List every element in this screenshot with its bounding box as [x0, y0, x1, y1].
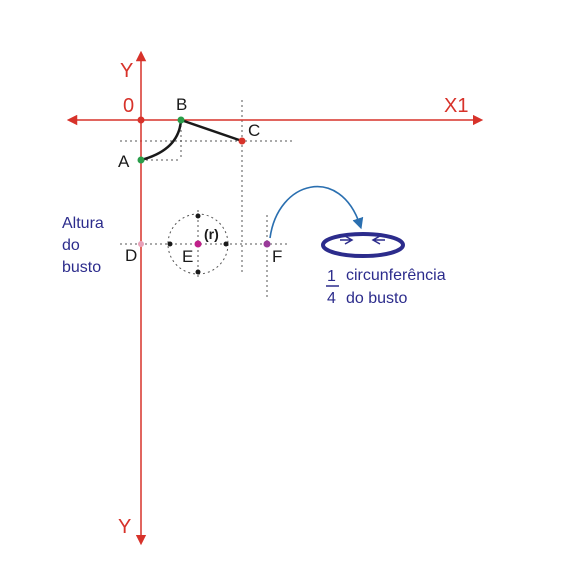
y-axis-label-top: Y [120, 60, 133, 82]
guide-lines [120, 100, 292, 300]
circle-mark-right [223, 241, 229, 247]
point-c [238, 137, 246, 145]
side-label-line1: Altura [62, 215, 104, 232]
label-b: B [176, 95, 187, 114]
point-f [263, 240, 271, 248]
label-c: C [248, 121, 260, 140]
circle-mark-top [195, 213, 201, 219]
side-label-line3: busto [62, 259, 101, 276]
point-origin [137, 116, 145, 124]
point-b [177, 116, 185, 124]
neckline-curve [140, 119, 183, 162]
circle-mark-left [167, 241, 173, 247]
shoulder-line [180, 118, 243, 143]
fraction-denominator: 4 [327, 290, 336, 307]
axes [66, 50, 484, 546]
point-e [194, 240, 202, 248]
origin-label: 0 [123, 95, 134, 117]
circle-mark-bottom [195, 269, 201, 275]
fraction-text-line2: do busto [346, 290, 407, 307]
label-e: E [182, 247, 193, 266]
point-d [138, 241, 144, 247]
point-a [137, 156, 145, 164]
radius-label: (r) [204, 226, 219, 242]
circumference-arrow-right-icon [371, 235, 385, 245]
label-a: A [118, 152, 130, 171]
circumference-ellipse [321, 232, 405, 258]
label-f: F [272, 247, 282, 266]
circumference-arrow-left-icon [340, 235, 354, 245]
y-axis-label-bottom: Y [118, 516, 131, 538]
side-label-line2: do [62, 237, 80, 254]
fraction-numerator: 1 [327, 268, 336, 285]
fraction-text-line1: circunferência [346, 267, 446, 284]
x-axis-label: X1 [444, 95, 468, 117]
transfer-arrow [269, 185, 364, 239]
label-d: D [125, 246, 137, 265]
points [137, 116, 271, 275]
bust-circumference-icon [321, 232, 405, 258]
